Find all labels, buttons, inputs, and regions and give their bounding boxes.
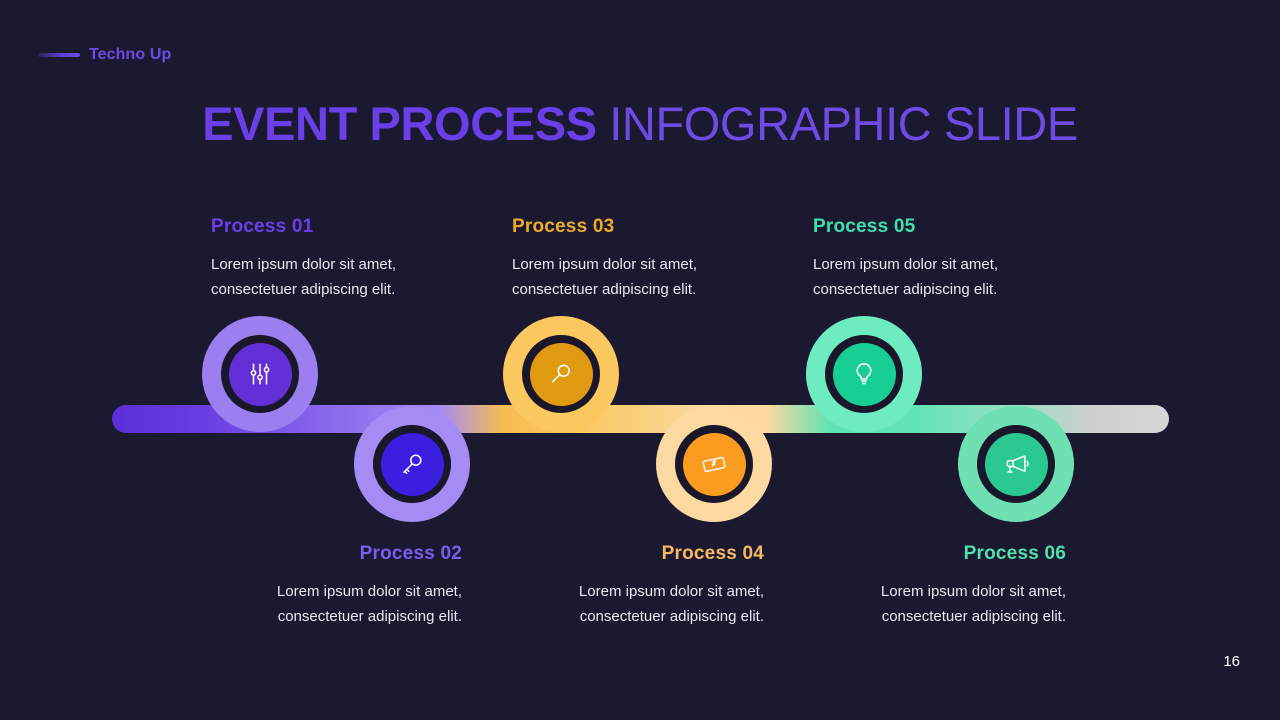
process-node-06-ring [977,425,1055,503]
process-node-01-core [228,342,292,406]
process-node-03-core [529,342,593,406]
process-body-02: Lorem ipsum dolor sit amet, consectetuer… [162,579,462,629]
process-body-01-line1: Lorem ipsum dolor sit amet, [211,256,397,273]
process-block-01: Process 01 Lorem ipsum dolor sit amet, c… [211,216,511,302]
process-body-05-line1: Lorem ipsum dolor sit amet, [813,256,999,273]
process-block-03: Process 03 Lorem ipsum dolor sit amet, c… [512,216,812,302]
brand-name: Techno Up [89,46,172,63]
process-body-06: Lorem ipsum dolor sit amet, consectetuer… [766,579,1066,629]
process-block-06: Process 06 Lorem ipsum dolor sit amet, c… [766,543,1066,629]
process-body-04-line2: consectetuer adipiscing elit. [579,608,764,625]
process-body-04: Lorem ipsum dolor sit amet, consectetuer… [464,579,764,629]
process-node-03[interactable] [503,316,619,432]
process-block-04: Process 04 Lorem ipsum dolor sit amet, c… [464,543,764,629]
process-body-01: Lorem ipsum dolor sit amet, consectetuer… [211,252,511,302]
process-body-03: Lorem ipsum dolor sit amet, consectetuer… [512,252,812,302]
process-node-03-ring [522,335,600,413]
process-heading-04: Process 04 [661,543,764,564]
process-node-06-core [984,432,1048,496]
process-body-03-line1: Lorem ipsum dolor sit amet, [512,256,698,273]
process-node-05-core [832,342,896,406]
process-node-06[interactable] [958,406,1074,522]
process-heading-05: Process 05 [813,216,916,237]
process-body-04-line1: Lorem ipsum dolor sit amet, [578,583,764,600]
process-heading-01: Process 01 [211,216,314,237]
process-body-05: Lorem ipsum dolor sit amet, consectetuer… [813,252,1113,302]
process-body-05-line2: consectetuer adipiscing elit. [813,281,998,298]
process-node-04-ring [675,425,753,503]
process-body-06-line2: consectetuer adipiscing elit. [881,608,1066,625]
page-number: 16 [1223,653,1240,670]
process-node-02-ring [373,425,451,503]
process-node-01[interactable] [202,316,318,432]
process-node-05-ring [825,335,903,413]
brand-logo: Techno Up [38,46,171,64]
process-node-05[interactable] [806,316,922,432]
sliders-icon [247,361,273,387]
process-body-03-line2: consectetuer adipiscing elit. [512,281,697,298]
process-heading-02: Process 02 [359,543,462,564]
process-node-01-ring [221,335,299,413]
megaphone-icon [1003,451,1029,477]
page-title-light: INFOGRAPHIC SLIDE [596,97,1078,150]
brand-rule-icon [38,53,80,57]
process-body-01-line2: consectetuer adipiscing elit. [211,281,396,298]
process-heading-03: Process 03 [512,216,615,237]
magnifier-icon [548,361,574,387]
process-node-04-core [682,432,746,496]
lightbulb-icon [851,361,877,387]
process-block-02: Process 02 Lorem ipsum dolor sit amet, c… [162,543,462,629]
process-body-02-line1: Lorem ipsum dolor sit amet, [276,583,462,600]
page-title-strong: EVENT PROCESS [202,97,597,150]
process-block-05: Process 05 Lorem ipsum dolor sit amet, c… [813,216,1113,302]
key-icon [399,451,425,477]
process-heading-06: Process 06 [963,543,1066,564]
process-body-02-line2: consectetuer adipiscing elit. [277,608,462,625]
page-title: EVENT PROCESS INFOGRAPHIC SLIDE [0,96,1280,152]
process-node-04[interactable] [656,406,772,522]
process-node-02-core [380,432,444,496]
process-node-02[interactable] [354,406,470,522]
process-body-06-line1: Lorem ipsum dolor sit amet, [880,583,1066,600]
banknote-icon [701,451,727,477]
